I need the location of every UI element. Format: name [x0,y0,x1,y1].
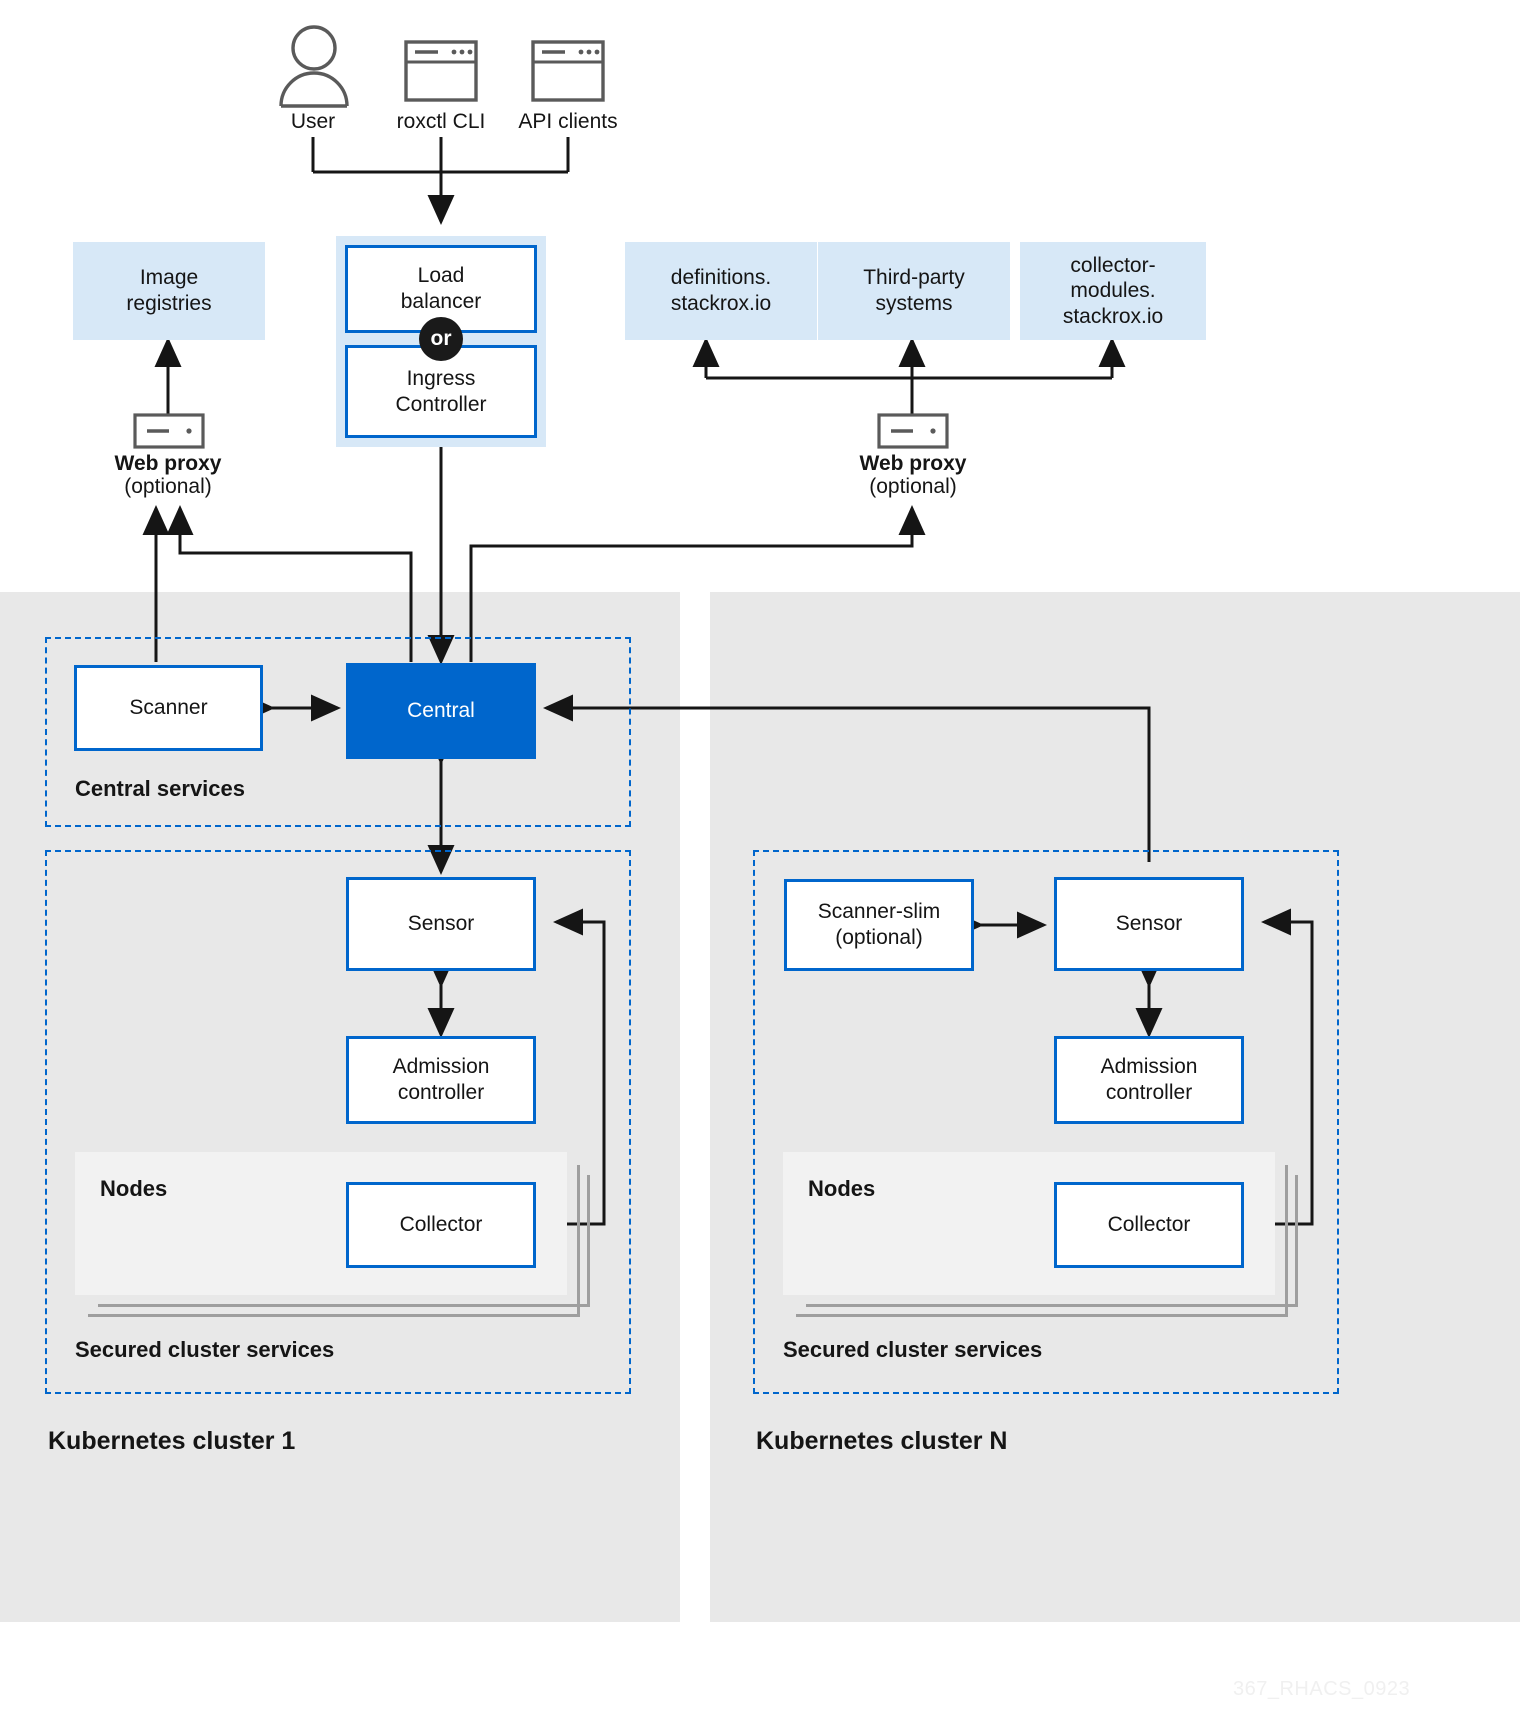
clusterN-nodes-stack-shadow-2b [1295,1175,1298,1307]
definitions-label-1: definitions. [670,266,772,290]
terminal-window-icon-api [531,40,605,107]
or-badge: or [419,317,463,361]
image-registries-label-1: Image [139,266,199,290]
clusterN-admission-label-1: Admission [1100,1055,1198,1079]
collector-modules-label-3: stackrox.io [1062,304,1164,328]
cluster1-nodes-stack-shadow-2 [98,1304,590,1307]
clusterN-sensor-label: Sensor [1115,912,1183,936]
central-label: Central [407,699,475,723]
user-icon [278,24,350,113]
cluster1-nodes-stack-shadow-2b [587,1175,590,1307]
cluster1-secured-services-label: Secured cluster services [75,1337,335,1362]
clusterN-admission-label-2: controller [1105,1081,1193,1104]
scanner-label: Scanner [129,696,208,720]
proxy-device-icon-left [133,413,205,454]
scanner-box: Scanner [74,665,263,751]
central-services-region [45,637,631,827]
client-label-roxctl: roxctl CLI [396,110,486,133]
web-proxy-label-left-2: (optional) [124,475,212,498]
cluster1-admission-label-1: Admission [392,1055,490,1079]
clusterN-sensor-box: Sensor [1054,877,1244,971]
load-balancer-label-1: Load [417,264,465,288]
third-party-label-2: systems [875,292,953,315]
ingress-controller-label-2: Controller [395,392,487,416]
clusterN-scanner-slim-label-2: (optional) [835,926,923,949]
clusterN-admission-controller-box: Admission controller [1054,1036,1244,1124]
cluster1-collector-label: Collector [399,1213,483,1237]
kubernetes-cluster-1-label: Kubernetes cluster 1 [48,1427,296,1455]
terminal-window-icon-roxctl [404,40,478,107]
central-services-label: Central services [75,776,245,801]
clusterN-nodes-stack-shadow-1 [796,1314,1288,1317]
clusterN-scanner-slim-box: Scanner-slim (optional) [784,879,974,971]
central-box: Central [346,663,536,759]
web-proxy-label-right-1: Web proxy [859,452,967,475]
collector-modules-label-1: collector- [1070,253,1156,277]
cluster1-nodes-stack-shadow-1 [88,1314,580,1317]
web-proxy-label-left-1: Web proxy [114,452,222,475]
clusterN-nodes-stack-shadow-1b [1285,1165,1288,1317]
image-registries-label-2: registries [126,292,212,315]
definitions-label-2: stackrox.io [670,292,772,315]
cluster1-secured-services-region [45,850,631,1394]
clusterN-secured-services-region [753,850,1339,1394]
web-proxy-label-right-2: (optional) [869,475,957,498]
cluster1-admission-controller-box: Admission controller [346,1036,536,1124]
load-balancer-label-2: balancer [400,290,482,313]
clusterN-collector-box: Collector [1054,1182,1244,1268]
third-party-label-1: Third-party [863,266,965,290]
ingress-controller-label-1: Ingress [406,366,476,390]
image-registries-box: Image registries [73,242,265,340]
clusterN-scanner-slim-label-1: Scanner-slim [817,900,941,924]
clusterN-collector-label: Collector [1107,1213,1191,1237]
definitions-stackrox-box: definitions. stackrox.io [625,242,817,340]
cluster1-admission-label-2: controller [397,1081,485,1104]
clusterN-nodes-label: Nodes [808,1176,876,1201]
cluster1-sensor-box: Sensor [346,877,536,971]
cluster1-collector-box: Collector [346,1182,536,1268]
client-label-api: API clients [518,110,618,133]
cluster1-sensor-label: Sensor [407,912,475,936]
cluster1-nodes-label: Nodes [100,1176,168,1201]
clusterN-secured-services-label: Secured cluster services [783,1337,1043,1362]
client-label-user: User [290,110,336,133]
kubernetes-cluster-n-label: Kubernetes cluster N [756,1427,1008,1455]
collector-modules-label-2: modules. [1070,279,1156,303]
proxy-device-icon-right [877,413,949,454]
cluster1-nodes-stack-shadow-1b [577,1165,580,1317]
clusterN-nodes-stack-shadow-2 [806,1304,1298,1307]
third-party-systems-box: Third-party systems [818,242,1010,340]
watermark: 367_RHACS_0923 [1233,1678,1411,1700]
collector-modules-stackrox-box: collector- modules. stackrox.io [1020,242,1206,340]
